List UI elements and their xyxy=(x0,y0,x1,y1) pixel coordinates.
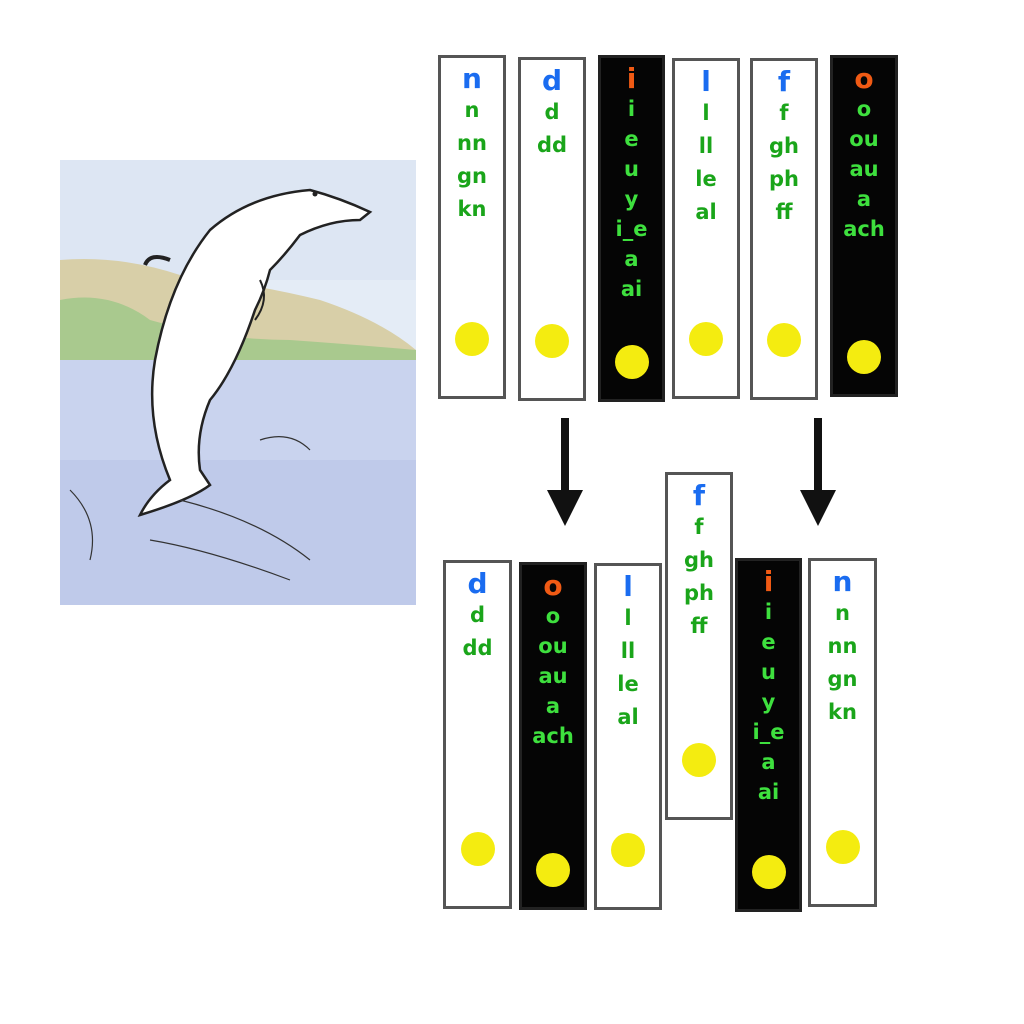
grapheme: gn xyxy=(457,164,487,188)
grapheme: ou xyxy=(538,634,568,658)
grapheme: i xyxy=(627,97,636,121)
grapheme: u xyxy=(761,660,776,684)
grapheme: e xyxy=(761,630,776,654)
grapheme: ou xyxy=(849,127,879,151)
grapheme: nn xyxy=(827,634,858,658)
grapheme: ph xyxy=(684,581,714,605)
yellow-dot-icon xyxy=(847,340,881,374)
grapheme: al xyxy=(695,200,717,224)
yellow-dot-icon xyxy=(825,830,860,864)
grapheme: f xyxy=(779,101,789,125)
grapheme: dd xyxy=(462,636,493,660)
grapheme: u xyxy=(624,157,639,181)
grapheme: l xyxy=(624,606,632,630)
grapheme: le xyxy=(617,672,639,696)
grapheme: y xyxy=(624,187,639,211)
sound-label: i xyxy=(626,62,637,95)
dolphin xyxy=(137,188,373,518)
sound-label: l xyxy=(701,65,711,98)
yellow-dot-icon xyxy=(682,743,716,777)
yellow-dot-icon xyxy=(460,832,495,866)
sound-label: f xyxy=(692,479,706,512)
grapheme: ll xyxy=(698,134,714,158)
sound-label: f xyxy=(777,65,791,98)
grapheme: a xyxy=(761,750,776,774)
grapheme: o xyxy=(545,604,561,628)
grapheme: i_e xyxy=(752,720,785,744)
sound-label: o xyxy=(854,62,874,95)
grapheme: al xyxy=(617,705,639,729)
grapheme: au xyxy=(538,664,568,688)
yellow-dot-icon xyxy=(614,345,649,379)
grapheme: d xyxy=(469,603,486,627)
sound-label: d xyxy=(467,567,488,600)
grapheme: ai xyxy=(620,277,643,301)
grapheme: ai xyxy=(757,780,780,804)
sound-label: d xyxy=(541,64,563,97)
grapheme: n xyxy=(464,98,480,122)
grapheme: d xyxy=(544,100,560,124)
yellow-dot-icon xyxy=(767,323,801,357)
sound-label: i xyxy=(763,565,774,598)
yellow-dot-icon xyxy=(455,322,489,356)
grapheme: gh xyxy=(684,548,714,572)
grapheme: dd xyxy=(536,133,568,157)
grapheme: ll xyxy=(620,639,636,663)
yellow-dot-icon xyxy=(611,833,645,867)
arrow-down-icon xyxy=(547,418,583,526)
grapheme: e xyxy=(624,127,639,151)
dolphin-illustration xyxy=(60,160,416,605)
grapheme: i xyxy=(764,600,773,624)
grapheme: a xyxy=(856,187,872,211)
arrow-down-icon xyxy=(800,418,836,526)
grapheme: n xyxy=(835,601,850,625)
grapheme: ach xyxy=(532,724,574,748)
sound-label: l xyxy=(623,570,633,603)
grapheme: kn xyxy=(828,700,857,724)
grapheme: ff xyxy=(775,200,793,224)
grapheme: ph xyxy=(769,167,799,191)
sound-label: o xyxy=(543,569,563,602)
grapheme: kn xyxy=(457,197,487,221)
grapheme: nn xyxy=(457,131,487,155)
grapheme: a xyxy=(624,247,639,271)
grapheme: y xyxy=(761,690,776,714)
sound-label: n xyxy=(832,565,853,598)
grapheme: gn xyxy=(827,667,858,691)
yellow-dot-icon xyxy=(689,322,723,356)
grapheme: au xyxy=(849,157,879,181)
grapheme: le xyxy=(695,167,717,191)
grapheme: o xyxy=(856,97,872,121)
yellow-dot-icon xyxy=(751,855,786,889)
sound-label: n xyxy=(462,62,482,95)
yellow-dot-icon xyxy=(536,853,570,887)
grapheme: i_e xyxy=(615,217,648,241)
yellow-dot-icon xyxy=(535,324,569,358)
grapheme: ff xyxy=(690,614,708,638)
grapheme: gh xyxy=(769,134,799,158)
grapheme: a xyxy=(545,694,561,718)
grapheme: l xyxy=(702,101,710,125)
grapheme: ach xyxy=(843,217,885,241)
grapheme: f xyxy=(694,515,704,539)
